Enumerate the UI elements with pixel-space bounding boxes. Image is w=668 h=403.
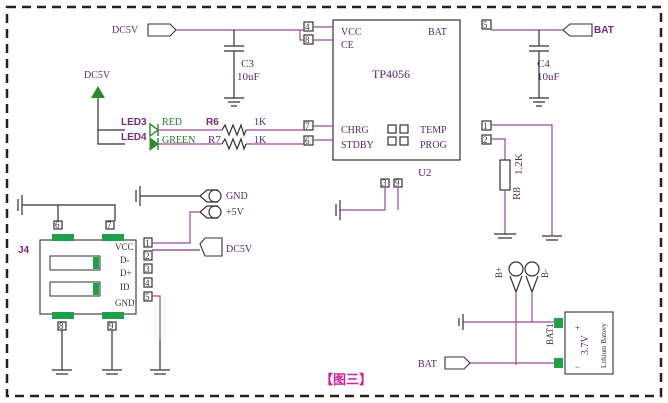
battery-plus: +	[575, 323, 580, 333]
j4-pin-id: ID	[120, 282, 130, 292]
tp4056-chip: TP4056 U2 VCC CE CHRG STDBY BAT TEMP PRO…	[303, 19, 492, 188]
lithium-battery: BAT1 3.7V Lithium Battery + −	[545, 311, 614, 375]
b-plus-label: B+	[494, 267, 504, 278]
pin-num-4: 4	[305, 22, 310, 32]
gnd-label: GND	[226, 191, 248, 202]
j4-usb-connector: J4 VCC D- D+ ID GND 1 2 3 4 5 6 7 8 9	[18, 220, 153, 331]
j4-num-2: 2	[145, 251, 150, 261]
r6-resistor: R6 1K	[206, 117, 267, 137]
dashed-border	[5, 5, 663, 398]
r6-value: 1K	[254, 117, 267, 128]
bat-net-bottom: BAT	[418, 356, 471, 370]
pin-num-8: 8	[305, 35, 310, 45]
j4-num-3: 3	[145, 264, 150, 274]
led4-color: GREEN	[162, 135, 195, 146]
b-minus-label: B-	[540, 269, 550, 278]
led3-color: RED	[162, 117, 182, 128]
j4-pin-dm: D-	[120, 255, 130, 265]
pin-num-2: 2	[483, 135, 488, 145]
chip-name: TP4056	[372, 67, 410, 81]
c3-value: 10uF	[237, 71, 260, 83]
pin-stdby-label: STDBY	[341, 140, 374, 151]
pin-num-3: 3	[382, 178, 387, 188]
pin-num-9: 9	[395, 178, 400, 188]
dc5v-j4-label: DC5V	[226, 244, 253, 255]
plus5v-terminal: +5V	[189, 205, 245, 235]
c4-value: 10uF	[537, 71, 560, 83]
bat-top-label: BAT	[594, 25, 614, 36]
r7-resistor: R7 1K	[208, 134, 267, 151]
led3-ref: LED3	[121, 117, 147, 128]
c4-capacitor: C4 10uF	[529, 30, 560, 107]
bat-bottom-label: BAT	[418, 359, 437, 370]
bat-net-top: BAT	[562, 23, 614, 37]
r7-value: 1K	[254, 135, 267, 146]
pin-bat-label: BAT	[428, 27, 447, 38]
battery-label: Lithium Battery	[600, 323, 608, 368]
j4-num-4: 4	[145, 278, 150, 288]
j4-num-1: 1	[145, 238, 150, 248]
j4-shield-7: 7	[107, 220, 112, 230]
c3-ref: C3	[241, 58, 254, 70]
pin-chrg-label: CHRG	[341, 125, 369, 136]
pin-temp-label: TEMP	[420, 125, 447, 136]
dc5v-top-label: DC5V	[112, 25, 139, 36]
r7-ref: R7	[208, 134, 221, 146]
j4-pin-vcc: VCC	[115, 242, 134, 252]
pin-num-6: 6	[305, 136, 310, 146]
gnd-terminal: GND	[135, 186, 248, 206]
j4-shield-6: 6	[55, 220, 60, 230]
c4-ref: C4	[537, 58, 550, 70]
r8-resistor: R8 1.2K	[499, 153, 525, 200]
pin-ce-label: CE	[341, 40, 354, 51]
led4-ref: LED4	[121, 132, 147, 143]
figure-caption: 【图三】	[320, 372, 372, 388]
j4-pin-gnd: GND	[115, 298, 135, 308]
j4-ref: J4	[18, 245, 30, 256]
battery-terminals: B+ B-	[494, 261, 550, 365]
dc5v-net-j4: DC5V	[199, 237, 253, 257]
j4-num-5: 5	[145, 292, 150, 302]
r6-ref: R6	[206, 117, 219, 128]
r8-ref: R8	[511, 187, 523, 200]
j4-pin-dp: D+	[120, 268, 132, 278]
pin-num-5: 5	[483, 20, 488, 30]
c3-capacitor: C3 10uF	[224, 30, 260, 107]
pin-vcc-label: VCC	[341, 27, 362, 38]
pin-num-1: 1	[483, 121, 488, 131]
pin-num-7: 7	[305, 121, 310, 131]
j4-shield-9: 9	[109, 321, 114, 331]
battery-minus: −	[575, 362, 580, 372]
chip-ref: U2	[418, 167, 431, 179]
pin-prog-label: PROG	[420, 140, 447, 151]
battery-voltage: 3.7V	[580, 335, 591, 356]
dc5v-led-source: DC5V	[84, 70, 125, 145]
dc5v-led-label: DC5V	[84, 70, 111, 81]
r8-value: 1.2K	[513, 153, 525, 175]
plus5v-label: +5V	[226, 207, 245, 218]
dc5v-net-top: DC5V	[112, 23, 177, 37]
j4-shield-8: 8	[59, 321, 64, 331]
battery-ref: BAT1	[545, 323, 555, 345]
